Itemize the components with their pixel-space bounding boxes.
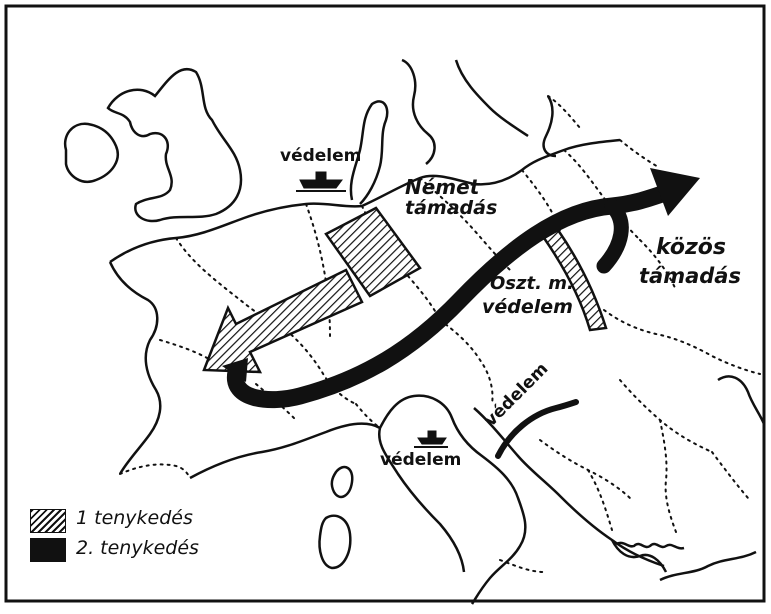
coastline-squiggle [615,541,685,550]
label-joint-attack-line2: támadás [639,264,741,288]
coastline-ireland [63,122,119,183]
island-sardinia [318,514,352,570]
label-defense-north: védelem [280,146,362,166]
map-border [4,4,766,603]
ship-icon-italy [414,430,448,448]
label-joint-attack-line1: közös [656,235,726,260]
coastline-italy [377,394,527,605]
coastline-adriatic [473,407,665,568]
ship-icon-north [296,171,346,192]
coastline-baltic [542,95,557,158]
label-austro-defense-line1: Oszt. m. [490,273,574,294]
coastline-britain [106,68,243,223]
label-german-attack-line2: támadás [405,197,498,219]
coastline-france-west [108,261,162,475]
defense-arc-east [495,399,579,459]
label-defense-italy: védelem [380,450,462,470]
legend-label-phase-2: 2. tenykedés [76,537,199,559]
coastline-mediterranean [189,422,381,480]
label-austro-defense-line2: védelem [482,296,573,318]
joint-attack-arrow [222,168,700,409]
austro-defense-band [542,228,608,332]
coastline-jutland [349,100,389,205]
national-borders [119,95,761,573]
coastline-black-sea [717,375,766,425]
legend-label-phase-1: 1 tenykedés [76,507,193,529]
legend-swatch-solid [30,538,66,562]
german-attack-arrow [202,206,422,374]
island-corsica [330,465,354,499]
label-german-attack-line1: Német [405,175,480,199]
coastline-north [109,138,621,264]
coastline-scandinavia [401,58,529,165]
coastline-balkans-south [610,539,757,582]
legend-swatch-hatched [30,509,66,533]
